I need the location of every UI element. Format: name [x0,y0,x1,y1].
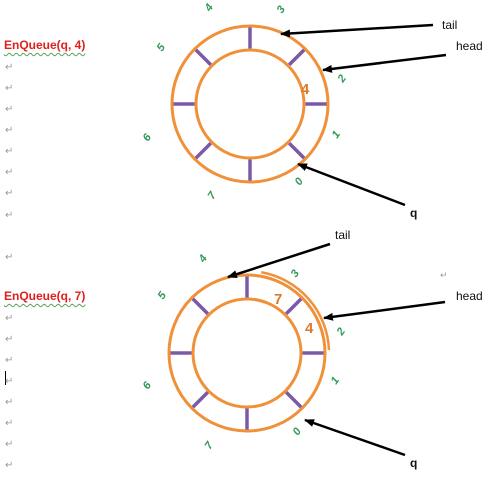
slot-index-label: 7 [206,189,220,202]
paragraph-mark: ↵ [5,62,14,73]
q-label: q [410,206,417,220]
q-pointer-arrow [297,162,406,207]
slot-index-label: 7 [203,439,217,452]
inner-ring [194,48,306,160]
paragraph-mark: ↵ [5,146,14,157]
paragraph-mark: ↵ [5,125,14,136]
slot-divider [194,48,212,66]
slot-divider [288,142,306,160]
paragraph-mark: ↵ [5,397,14,408]
slot-divider [285,391,303,409]
outer-ring [170,24,330,184]
slot-value: 4 [301,81,310,98]
slot-index-label: 1 [330,129,343,141]
paragraph-mark: ↵ [5,418,14,429]
slot-index-label: 4 [202,2,216,15]
head-label: head [456,39,483,53]
slot-index-label: 3 [275,4,288,16]
slot-divider [191,297,209,315]
paragraph-mark: ↵ [5,376,14,387]
slot-divider [194,142,212,160]
head-pointer-arrow [322,53,447,73]
slot-index-label: 2 [335,73,349,86]
paragraph-mark: ↵ [5,460,14,471]
paragraph-mark: ↵ [5,83,14,94]
slot-index-label: 2 [334,326,348,339]
paragraph-mark: ↵ [5,439,14,450]
title-enqueue-4: EnQueue(q, 4) [4,38,86,52]
slot-index-label: 6 [141,379,155,392]
outer-ring [167,273,327,433]
slot-index-label: 3 [289,268,302,280]
filled-arc [261,271,331,351]
circular-queue-diagram-2: 0 1 2 3 4 5 6 7 4 7 tail head q [141,228,483,470]
inner-ring [191,297,303,409]
q-pointer-arrow [304,418,406,457]
slot-index-label: 0 [291,425,305,438]
slot-divider [191,391,209,409]
tail-pointer-arrow [227,242,331,279]
paragraph-mark: ↵ [5,334,14,345]
q-label: q [410,456,417,470]
slot-value: 7 [274,291,282,308]
circular-queue-diagram-1: 0 1 2 3 4 5 6 7 4 tail head q [141,2,483,220]
paragraph-mark: ↵ [5,210,14,221]
slot-index-label: 1 [329,375,342,387]
paragraph-mark: ↵ [5,188,14,199]
slot-index-label: 5 [155,41,169,54]
slot-index-label: 4 [196,253,210,266]
paragraph-mark: ↵ [5,104,14,115]
head-pointer-arrow [323,300,446,321]
paragraph-mark: ↵ [440,270,448,280]
paragraph-mark: ↵ [5,167,14,178]
title-enqueue-7: EnQueue(q, 7) [4,289,86,303]
text-caret [5,371,6,385]
slot-divider [288,48,306,66]
tail-label: tail [442,18,457,32]
slot-divider [285,297,303,315]
slot-index-label: 0 [293,175,307,188]
head-label: head [456,289,483,303]
tail-label: tail [335,228,350,242]
tail-pointer-arrow [280,23,434,38]
slot-index-label: 5 [156,289,170,302]
paragraph-mark: ↵ [5,313,14,324]
paragraph-mark: ↵ [5,355,14,366]
slot-value: 4 [305,320,314,337]
paragraph-mark: ↵ [5,252,14,263]
slot-index-label: 6 [141,131,155,144]
